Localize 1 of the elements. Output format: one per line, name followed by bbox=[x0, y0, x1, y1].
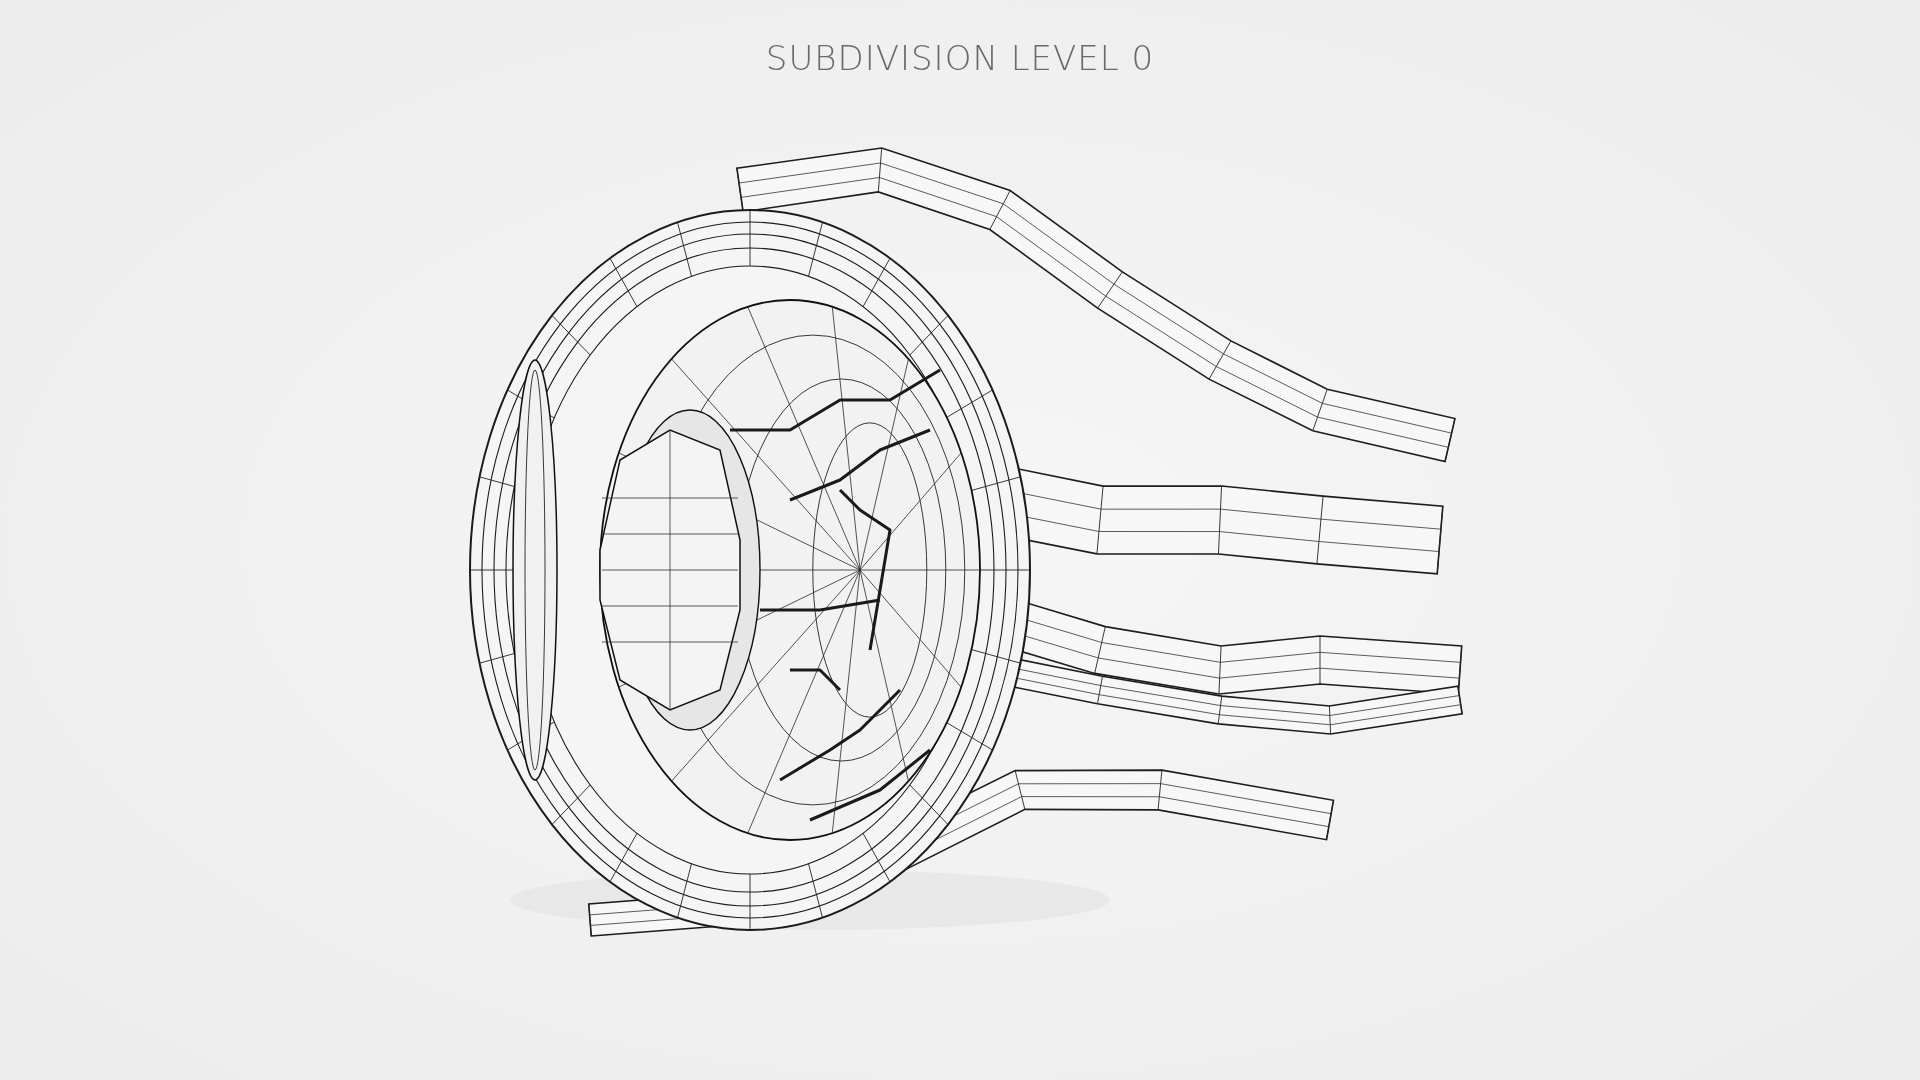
title: SUBDIVISION LEVEL 0 bbox=[765, 38, 1155, 78]
